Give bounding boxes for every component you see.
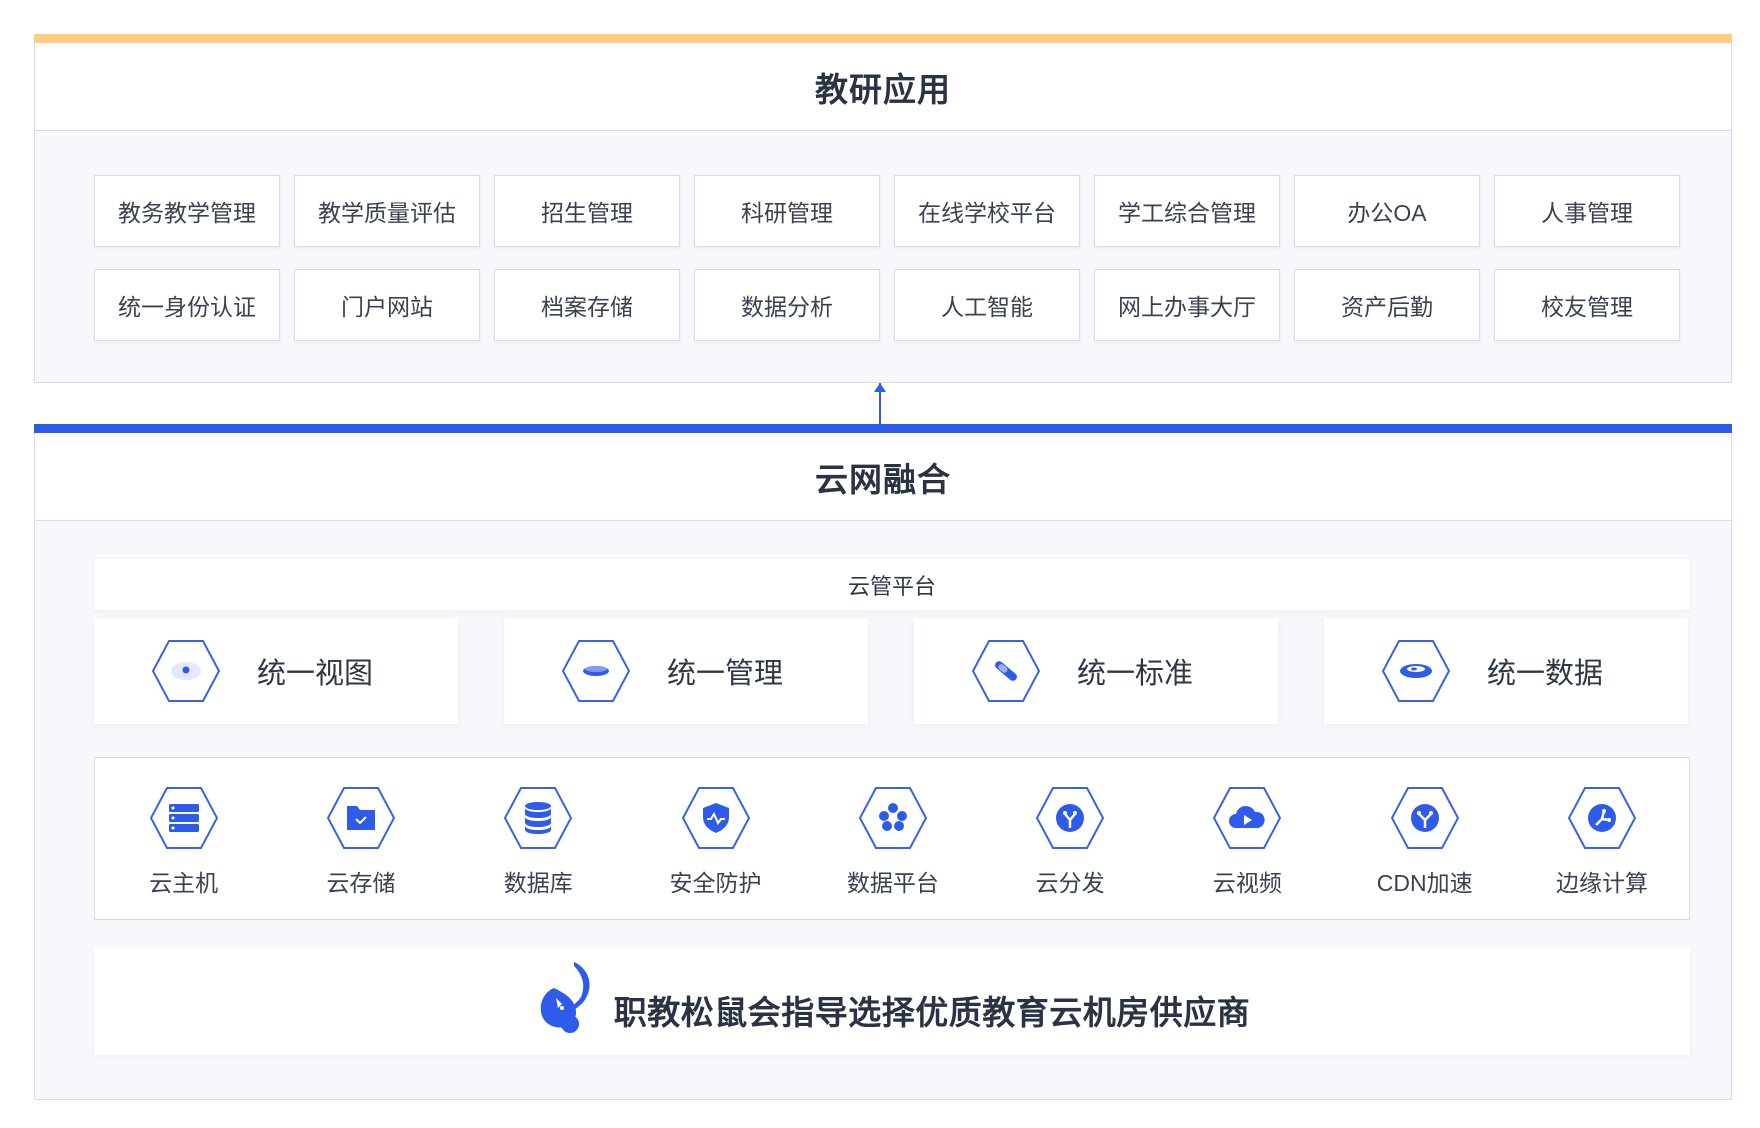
app-item[interactable]: 校友管理 (1494, 269, 1680, 341)
footer-text: 职教松鼠会指导选择优质教育云机房供应商 (613, 994, 1251, 1031)
service-item[interactable]: 云视频 (1159, 786, 1336, 898)
shield-icon (681, 787, 750, 849)
service-label: CDN加速 (1376, 870, 1473, 896)
service-item[interactable]: 边缘计算 (1513, 786, 1690, 898)
service-item[interactable]: 数据库 (450, 786, 627, 898)
edge-icon (1567, 787, 1637, 849)
folder-icon (326, 787, 396, 849)
app-item[interactable]: 门户网站 (294, 269, 480, 341)
service-label: 云视频 (1212, 870, 1282, 896)
app-item[interactable]: 档案存储 (494, 269, 680, 341)
service-item[interactable]: 云分发 (981, 786, 1158, 898)
service-item[interactable]: CDN加速 (1336, 786, 1513, 898)
service-item[interactable]: 云存储 (272, 786, 449, 898)
unified-label: 统一标准 (1077, 658, 1194, 690)
panel-title: 云网融合 (35, 433, 1731, 521)
app-item[interactable]: 教学质量评估 (294, 175, 480, 247)
unified-row: 统一视图 统一管理 统一标准 (94, 618, 1690, 724)
cdn-icon (1390, 787, 1459, 849)
app-item[interactable]: 人事管理 (1494, 175, 1680, 247)
cloud-network-panel: 云网融合 云管平台 统一视图 统一管理 (34, 424, 1732, 1100)
app-item[interactable]: 办公OA (1294, 175, 1480, 247)
unified-label: 统一管理 (667, 658, 784, 690)
service-label: 边缘计算 (1556, 870, 1649, 896)
cluster-icon (858, 787, 927, 849)
orange-accent-bar (34, 34, 1732, 43)
services-row: 云主机 云存储 数据库 (95, 786, 1689, 898)
services-box: 云主机 云存储 数据库 (94, 757, 1690, 920)
service-item[interactable]: 安全防护 (627, 786, 804, 898)
app-item[interactable]: 资产后勤 (1294, 269, 1480, 341)
service-item[interactable]: 数据平台 (804, 786, 981, 898)
unified-label: 统一数据 (1487, 658, 1604, 690)
connector-arrow (874, 383, 886, 424)
data-disc-icon (1381, 640, 1451, 702)
service-label: 数据库 (503, 870, 573, 896)
app-item[interactable]: 统一身份认证 (94, 269, 280, 341)
app-item[interactable]: 数据分析 (694, 269, 880, 341)
app-item[interactable]: 学工综合管理 (1094, 175, 1280, 247)
app-item[interactable]: 在线学校平台 (894, 175, 1080, 247)
video-icon (1213, 787, 1282, 849)
service-item[interactable]: 云主机 (95, 786, 272, 898)
ruler-icon (971, 640, 1041, 702)
server-icon (149, 787, 218, 849)
service-label: 云分发 (1035, 870, 1105, 896)
unified-card[interactable]: 统一标准 (914, 618, 1278, 724)
service-label: 数据平台 (846, 870, 939, 896)
panel-title: 教研应用 (35, 43, 1731, 131)
app-item[interactable]: 网上办事大厅 (1094, 269, 1280, 341)
disc-icon (561, 640, 631, 702)
squirrel-logo-icon (540, 962, 590, 1033)
app-item[interactable]: 教务教学管理 (94, 175, 280, 247)
footer-banner: 职教松鼠会指导选择优质教育云机房供应商 (94, 947, 1690, 1055)
service-label: 云存储 (326, 870, 396, 896)
database-icon (504, 787, 573, 849)
service-label: 云主机 (149, 870, 219, 896)
unified-card[interactable]: 统一数据 (1324, 618, 1688, 724)
app-grid: 教务教学管理 教学质量评估 招生管理 科研管理 在线学校平台 学工综合管理 办公… (94, 175, 1684, 341)
service-label: 安全防护 (669, 870, 762, 896)
app-item[interactable]: 人工智能 (894, 269, 1080, 341)
app-item[interactable]: 科研管理 (694, 175, 880, 247)
unified-card[interactable]: 统一视图 (94, 618, 458, 724)
app-item[interactable]: 招生管理 (494, 175, 680, 247)
distribute-icon (1035, 787, 1105, 849)
blue-accent-bar (34, 424, 1732, 433)
eye-icon (151, 640, 221, 702)
education-apps-panel: 教研应用 教务教学管理 教学质量评估 招生管理 科研管理 在线学校平台 学工综合… (34, 34, 1732, 383)
unified-card[interactable]: 统一管理 (504, 618, 868, 724)
platform-title: 云管平台 (94, 559, 1690, 610)
unified-label: 统一视图 (257, 658, 374, 690)
